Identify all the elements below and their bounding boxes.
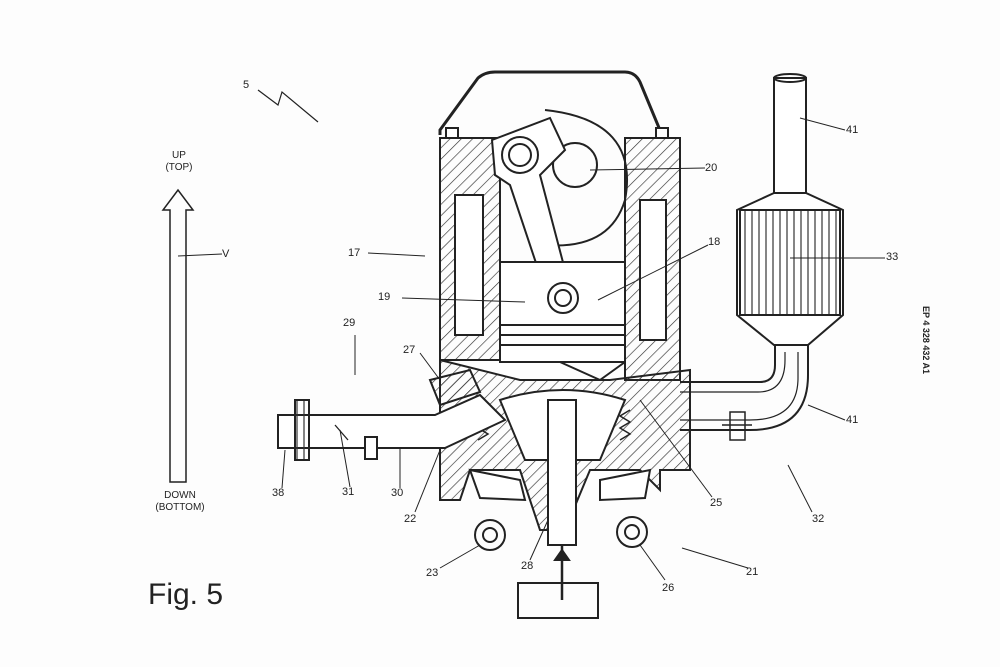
intake-rocker [468,468,527,502]
ref-28: 28 [521,560,534,572]
ref-17: 17 [348,247,361,259]
ref-5: 5 [243,79,250,91]
actuator-box [517,582,599,619]
ref-30: 30 [391,487,404,499]
ref-38: 38 [272,487,285,499]
ref-19: 19 [378,291,391,303]
down-direction-label: DOWN(BOTTOM) [140,490,220,513]
ref-27: 27 [403,344,416,356]
intake-duct [277,368,507,461]
ref-21: 21 [746,566,759,578]
ref-29: 29 [343,317,356,329]
crankpin [552,142,598,188]
bottom-label: (BOTTOM) [155,501,205,513]
up-direction-label: UP(TOP) [155,150,203,173]
crank-counterweight [544,109,629,247]
ref-26: 26 [662,582,675,594]
reference-squiggle [257,89,319,123]
top-label: (TOP) [165,161,193,173]
catalytic-converter [736,73,844,346]
exhaust-pipe [680,344,809,431]
cylinder-head [439,358,691,600]
ref-33: 33 [886,251,899,263]
figure-title: Fig. 5 [148,578,224,611]
piston [499,261,626,382]
ref-18: 18 [708,236,721,248]
ref-23: 23 [426,567,439,579]
publication-number: EP 4 328 432 A1 [921,305,932,375]
ref-31: 31 [342,486,355,498]
ref-32: 32 [812,513,825,525]
cylinder-block [439,127,681,381]
connecting-rod [490,116,567,277]
crankcase-cover [438,70,664,136]
exhaust-camshaft [616,516,648,548]
exhaust-sensor [722,411,752,441]
ref-20: 20 [705,162,718,174]
ref-25: 25 [710,497,723,509]
axis-label-v: V [222,248,230,260]
exhaust-valve-spring [618,409,632,441]
ref-22: 22 [404,513,417,525]
vertical-direction-arrow [161,188,223,483]
intake-camshaft [474,519,506,551]
exhaust-rocker [599,468,652,502]
ref-41-top: 41 [846,124,859,136]
leader-lines [281,117,885,581]
up-label: UP [172,150,186,161]
ref-41-bottom: 41 [846,414,859,426]
down-label: DOWN [164,490,196,501]
